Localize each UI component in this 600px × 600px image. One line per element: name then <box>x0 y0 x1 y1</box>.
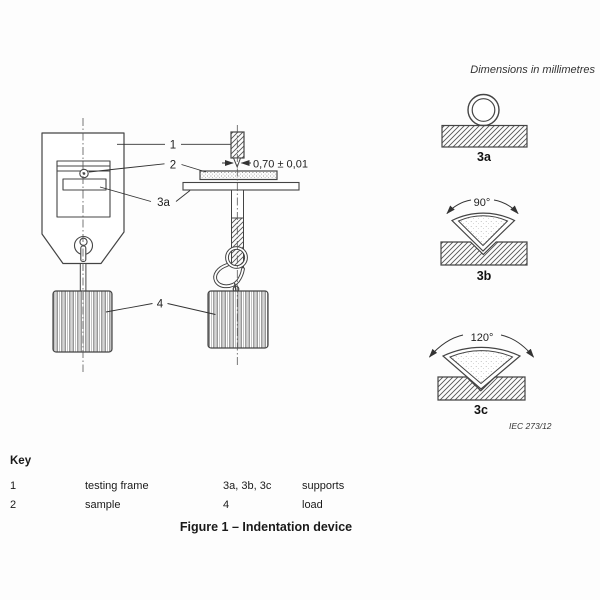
support-detail-3a: 3a <box>441 93 528 164</box>
frame-window <box>56 160 111 218</box>
key-desc: supports <box>302 480 345 492</box>
key-desc: testing frame <box>85 480 149 492</box>
angle-3c: 120° <box>471 332 494 344</box>
support-plate <box>182 181 300 191</box>
support-tube-inner <box>471 98 496 122</box>
callouts <box>88 143 231 315</box>
detail-3c-label: 3c <box>474 403 488 417</box>
dimensions-note: Dimensions in millimetres <box>470 64 595 76</box>
block-3b <box>440 241 528 266</box>
indentation-device-diagram: Dimensions in millimetres 0,70 ± 0,01 <box>41 64 595 431</box>
block-3a <box>441 124 528 148</box>
iec-reference: IEC 273/12 <box>509 421 552 431</box>
key-desc: load <box>302 499 323 511</box>
angle-arc-3b-left <box>446 199 472 215</box>
detail-3a-label: 3a <box>477 150 492 164</box>
weight-right <box>207 290 269 349</box>
gap-dimension-text: 0,70 ± 0,01 <box>253 159 308 171</box>
angle-3b: 90° <box>474 197 491 209</box>
angle-arc-3c-right <box>500 334 535 358</box>
label-frame: 1 <box>170 140 176 152</box>
key-row-2: 2 sample 4 load <box>0 499 600 513</box>
support-slot <box>62 178 107 191</box>
key-ref: 1 <box>10 480 17 492</box>
wedge-3c-inner <box>449 350 514 385</box>
key-ref: 2 <box>10 499 17 511</box>
key-row-1: 1 testing frame 3a, 3b, 3c supports <box>0 480 600 494</box>
support-detail-3b: 90° 3b <box>440 197 528 283</box>
key-desc: sample <box>85 499 121 511</box>
weight-left <box>52 290 113 353</box>
block-3c <box>437 376 526 401</box>
label-support: 3a <box>157 197 170 209</box>
hanger-eye <box>79 237 88 246</box>
support-detail-3c: 120° 3c <box>428 332 535 417</box>
key-ref: 3a, 3b, 3c <box>223 480 272 492</box>
wedge-3b-inner <box>457 215 509 247</box>
detail-3b-label: 3b <box>477 269 492 283</box>
hook <box>213 246 248 289</box>
angle-arc-3c-left <box>428 334 464 358</box>
centerlines <box>82 118 238 372</box>
sample-bar <box>199 170 278 181</box>
figure-caption: Figure 1 – Indentation device <box>179 520 353 534</box>
angle-arc-3b-right <box>493 199 519 215</box>
key-title: Key <box>10 455 32 467</box>
indenter-view: 0,70 ± 0,01 <box>182 131 308 349</box>
testing-frame-view <box>41 132 125 353</box>
label-sample: 2 <box>170 160 176 172</box>
label-load: 4 <box>157 299 164 311</box>
key-ref: 4 <box>223 499 230 511</box>
